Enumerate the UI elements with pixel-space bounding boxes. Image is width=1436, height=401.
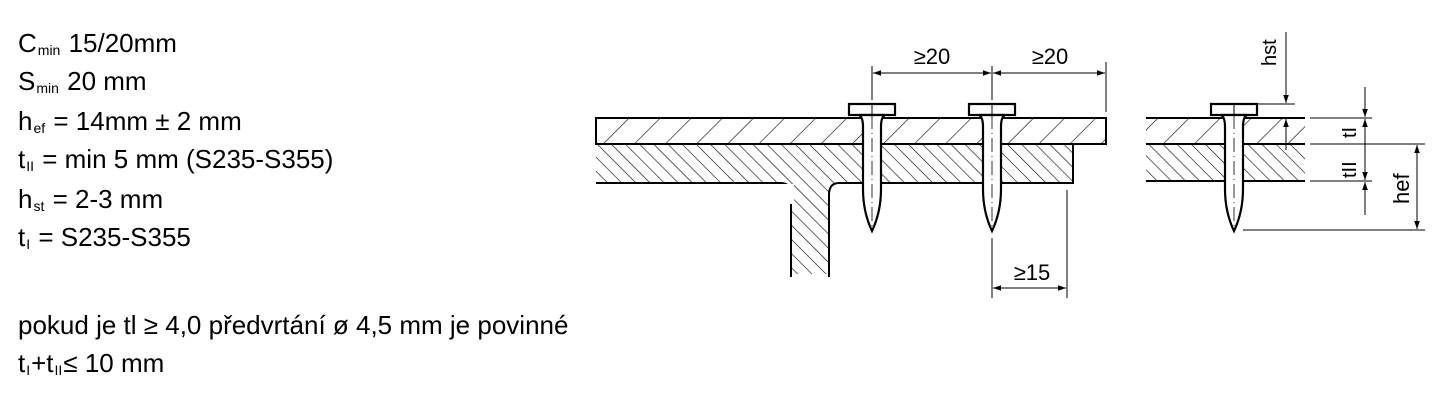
section-view-right: hst tI tII hef: [1146, 32, 1425, 233]
spec-ti: tI = S235-S355: [18, 222, 191, 252]
ti-label: tI: [1339, 127, 1361, 138]
edge-distance-dimension: ≥15: [1014, 260, 1051, 285]
spacing-dimension-1: ≥20: [914, 44, 951, 69]
spec-tii: tII = min 5 mm (S235-S355): [18, 144, 334, 174]
note-thickness-sum: tI+tII≤ 10 mm: [18, 348, 165, 378]
spec-cmin: Cmin 15/20mm: [18, 28, 177, 58]
hst-label: hst: [1259, 39, 1281, 66]
note-predrill: pokud je tl ≥ 4,0 předvrtání ø 4,5 mm je…: [18, 310, 569, 340]
spec-smin: Smin 20 mm: [18, 66, 147, 96]
hef-label: hef: [1389, 173, 1414, 204]
spec-hst: hst = 2-3 mm: [18, 184, 164, 214]
tii-label: tII: [1339, 161, 1361, 178]
spacing-dimension-2: ≥20: [1032, 44, 1069, 69]
section-view-left: ≥20 ≥20 ≥15: [594, 44, 1107, 298]
spec-hef: hef = 14mm ± 2 mm: [18, 106, 242, 136]
